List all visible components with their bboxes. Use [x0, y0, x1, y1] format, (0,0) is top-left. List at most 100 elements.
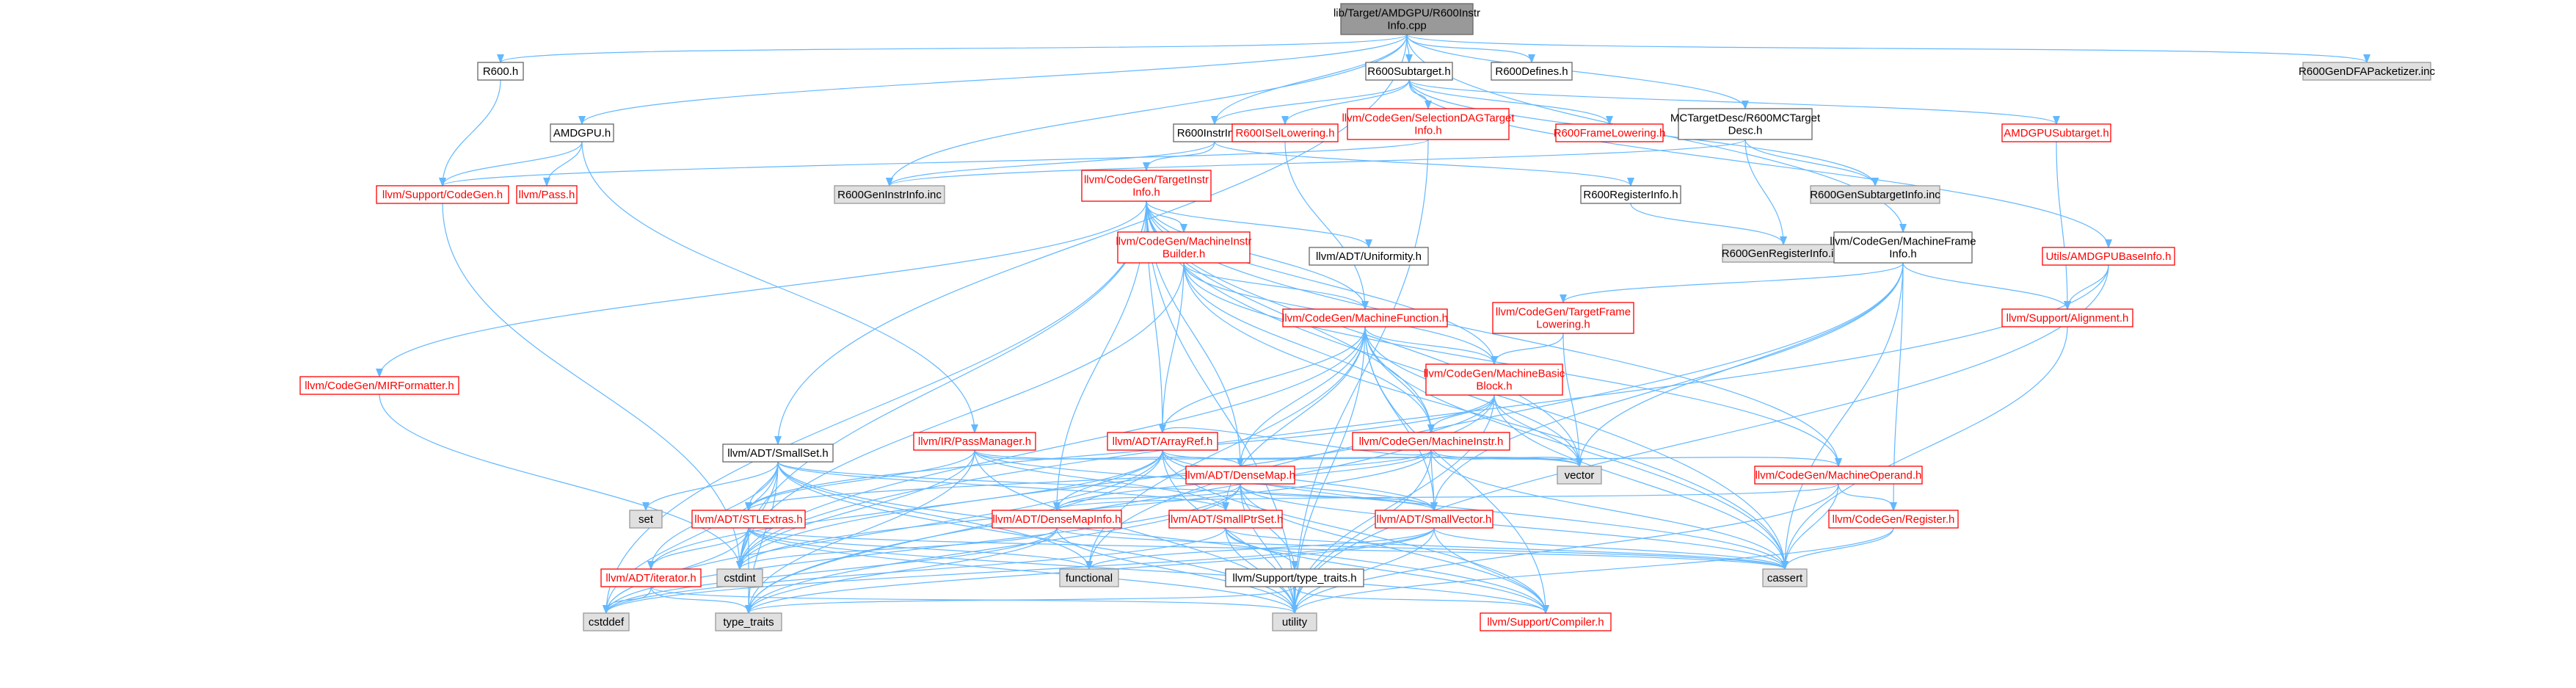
- node-label: Builder.h: [1163, 248, 1205, 261]
- node-cstdint: cstdint: [716, 568, 763, 587]
- node-amdgpusubtarget-h[interactable]: AMDGPUSubtarget.h: [2001, 123, 2111, 142]
- node-llvm-adt-iterator-h[interactable]: llvm/ADT/iterator.h: [600, 568, 702, 587]
- node-box: [1081, 170, 1212, 202]
- node-llvm-adt-smallptrset-h[interactable]: llvm/ADT/SmallPtrSet.h: [1168, 510, 1284, 529]
- node-llvm-ir-passmanager-h[interactable]: llvm/IR/PassManager.h: [913, 432, 1036, 451]
- node-label: llvm/ADT/STLExtras.h: [694, 513, 803, 526]
- node-label: utility: [1282, 616, 1308, 629]
- node-cassert: cassert: [1762, 568, 1808, 587]
- node-label: R600GenSubtargetInfo.inc: [1810, 189, 1940, 201]
- edge-layer: [379, 34, 2367, 614]
- node-layer: lib/Target/AMDGPU/R600InstrInfo.cppR600.…: [299, 3, 2435, 631]
- edge-stlextras-to-functional: [748, 527, 1089, 570]
- node-llvm-support-type-traits-h[interactable]: llvm/Support/type_traits.h: [1225, 568, 1364, 587]
- edge-mframeinfo-to-alignment: [1902, 262, 2067, 310]
- node-r600defines-h[interactable]: R600Defines.h: [1491, 62, 1573, 81]
- node-label: Info.h: [1414, 125, 1442, 137]
- edge-mfunction-to-mbb: [1364, 326, 1494, 365]
- node-r600registerinfo-h[interactable]: R600RegisterInfo.h: [1580, 185, 1681, 204]
- edge-densemapinfo-to-cassert: [1056, 527, 1785, 570]
- node-llvm-adt-densemap-h[interactable]: llvm/ADT/DenseMap.h: [1185, 466, 1295, 485]
- edge-arrayref-to-vector: [1162, 449, 1579, 467]
- node-box: [1059, 568, 1119, 587]
- node-box: [550, 123, 614, 142]
- edge-smallvector-to-functional: [1089, 527, 1435, 570]
- node-label: R600ISelLowering.h: [1235, 127, 1334, 140]
- node-llvm-codegen-machineinstr-h[interactable]: llvm/CodeGen/MachineInstr.h: [1352, 432, 1510, 451]
- node-label: llvm/ADT/SmallPtrSet.h: [1168, 513, 1284, 526]
- node-llvm-codegen-mirformatter-h[interactable]: llvm/CodeGen/MIRFormatter.h: [299, 376, 459, 395]
- node-llvm-adt-stlextras-h[interactable]: llvm/ADT/STLExtras.h: [691, 510, 806, 529]
- node-llvm-support-codegen-h[interactable]: llvm/Support/CodeGen.h: [376, 185, 509, 204]
- node-label: llvm/CodeGen/MachineFunction.h: [1282, 312, 1448, 325]
- node-llvm-codegen-register-h[interactable]: llvm/CodeGen/Register.h: [1828, 510, 1959, 529]
- node-llvm-adt-smallvector-h[interactable]: llvm/ADT/SmallVector.h: [1375, 510, 1493, 529]
- node-cstddef: cstddef: [583, 612, 630, 631]
- node-amdgpu-h[interactable]: AMDGPU.h: [550, 123, 614, 142]
- node-box: [1168, 510, 1283, 529]
- node-box: [2302, 62, 2431, 81]
- edge-typetraitsh-to-compiler: [1294, 586, 1546, 614]
- node-llvm-adt-densemapinfo-h[interactable]: llvm/ADT/DenseMapInfo.h: [992, 510, 1122, 529]
- node-box: [376, 185, 509, 204]
- edge-r600subtarget-to-r600instrinfoh: [1215, 79, 1410, 125]
- node-functional: functional: [1059, 568, 1119, 587]
- node-lib-target-amdgpu-r600instrinfo-cpp[interactable]: lib/Target/AMDGPU/R600InstrInfo.cpp: [1334, 3, 1480, 35]
- node-label: R600RegisterInfo.h: [1583, 189, 1678, 201]
- node-llvm-adt-uniformity-h[interactable]: llvm/ADT/Uniformity.h: [1309, 247, 1429, 266]
- node-llvm-support-compiler-h[interactable]: llvm/Support/Compiler.h: [1480, 612, 1612, 631]
- node-box: [1492, 302, 1634, 334]
- edge-minstr-to-smallvector: [1431, 449, 1434, 510]
- node-llvm-adt-arrayref-h[interactable]: llvm/ADT/ArrayRef.h: [1107, 432, 1218, 451]
- node-label: llvm/ADT/iterator.h: [605, 572, 696, 584]
- edge-minstr-to-cstdint: [740, 449, 1432, 569]
- edge-mfunction-to-cstdint: [740, 326, 1366, 569]
- node-label: llvm/IR/PassManager.h: [918, 435, 1031, 448]
- node-r600framelowering-h[interactable]: R600FrameLowering.h: [1554, 123, 1666, 142]
- edge-minstr-to-utility: [1295, 449, 1432, 613]
- edge-root-to-smallset: [778, 34, 1408, 444]
- node-utils-amdgpubaseinfo-h[interactable]: Utils/AMDGPUBaseInfo.h: [2042, 247, 2175, 266]
- node-label: llvm/CodeGen/MachineFrame: [1830, 236, 1976, 248]
- node-box: [1309, 247, 1429, 266]
- edge-mframeinfo-to-functional: [1089, 262, 1904, 569]
- edge-minstr-to-cassert: [1430, 449, 1785, 569]
- node-label: llvm/Support/type_traits.h: [1232, 572, 1356, 584]
- edge-arrayref-to-compiler: [1162, 449, 1546, 613]
- node-llvm-codegen-machineoperand-h[interactable]: llvm/CodeGen/MachineOperand.h: [1754, 466, 1923, 485]
- node-label: Info.cpp: [1387, 20, 1426, 32]
- edge-iterator-to-utility: [650, 586, 1295, 614]
- node-box: [1347, 108, 1510, 140]
- node-llvm-support-alignment-h[interactable]: llvm/Support/Alignment.h: [2001, 308, 2133, 327]
- node-r600isellowering-h[interactable]: R600ISelLowering.h: [1231, 123, 1339, 142]
- node-label: llvm/CodeGen/MachineInstr: [1116, 236, 1251, 248]
- node-type-traits: type_traits: [715, 612, 782, 631]
- edge-mbb-to-vector: [1493, 394, 1579, 466]
- node-box: [1810, 185, 1940, 204]
- node-r600subtarget-h[interactable]: R600Subtarget.h: [1365, 62, 1453, 81]
- edge-seldagtarget-to-supportcodegen: [443, 139, 1429, 187]
- node-llvm-codegen-machinefunction-h[interactable]: llvm/CodeGen/MachineFunction.h: [1282, 308, 1448, 327]
- edge-arrayref-to-cstddef: [606, 449, 1163, 613]
- node-r600-h[interactable]: R600.h: [477, 62, 524, 81]
- edge-densemap-to-type_traits: [749, 483, 1241, 613]
- node-llvm-pass-h[interactable]: llvm/Pass.h: [516, 185, 578, 204]
- node-box: [1828, 510, 1959, 529]
- node-box: [691, 510, 806, 529]
- edge-register-to-cassert: [1785, 527, 1894, 570]
- node-set: set: [629, 510, 663, 529]
- node-label: R600GenInstrInfo.inc: [837, 189, 942, 201]
- edge-densemap-to-densemapinfo: [1057, 483, 1241, 511]
- node-llvm-adt-smallset-h[interactable]: llvm/ADT/SmallSet.h: [722, 443, 834, 463]
- node-box: [992, 510, 1122, 529]
- edge-iterator-to-type_traits: [650, 586, 749, 614]
- edge-targetinstrinfo-to-uniformity: [1146, 200, 1369, 248]
- node-box: [1117, 231, 1251, 264]
